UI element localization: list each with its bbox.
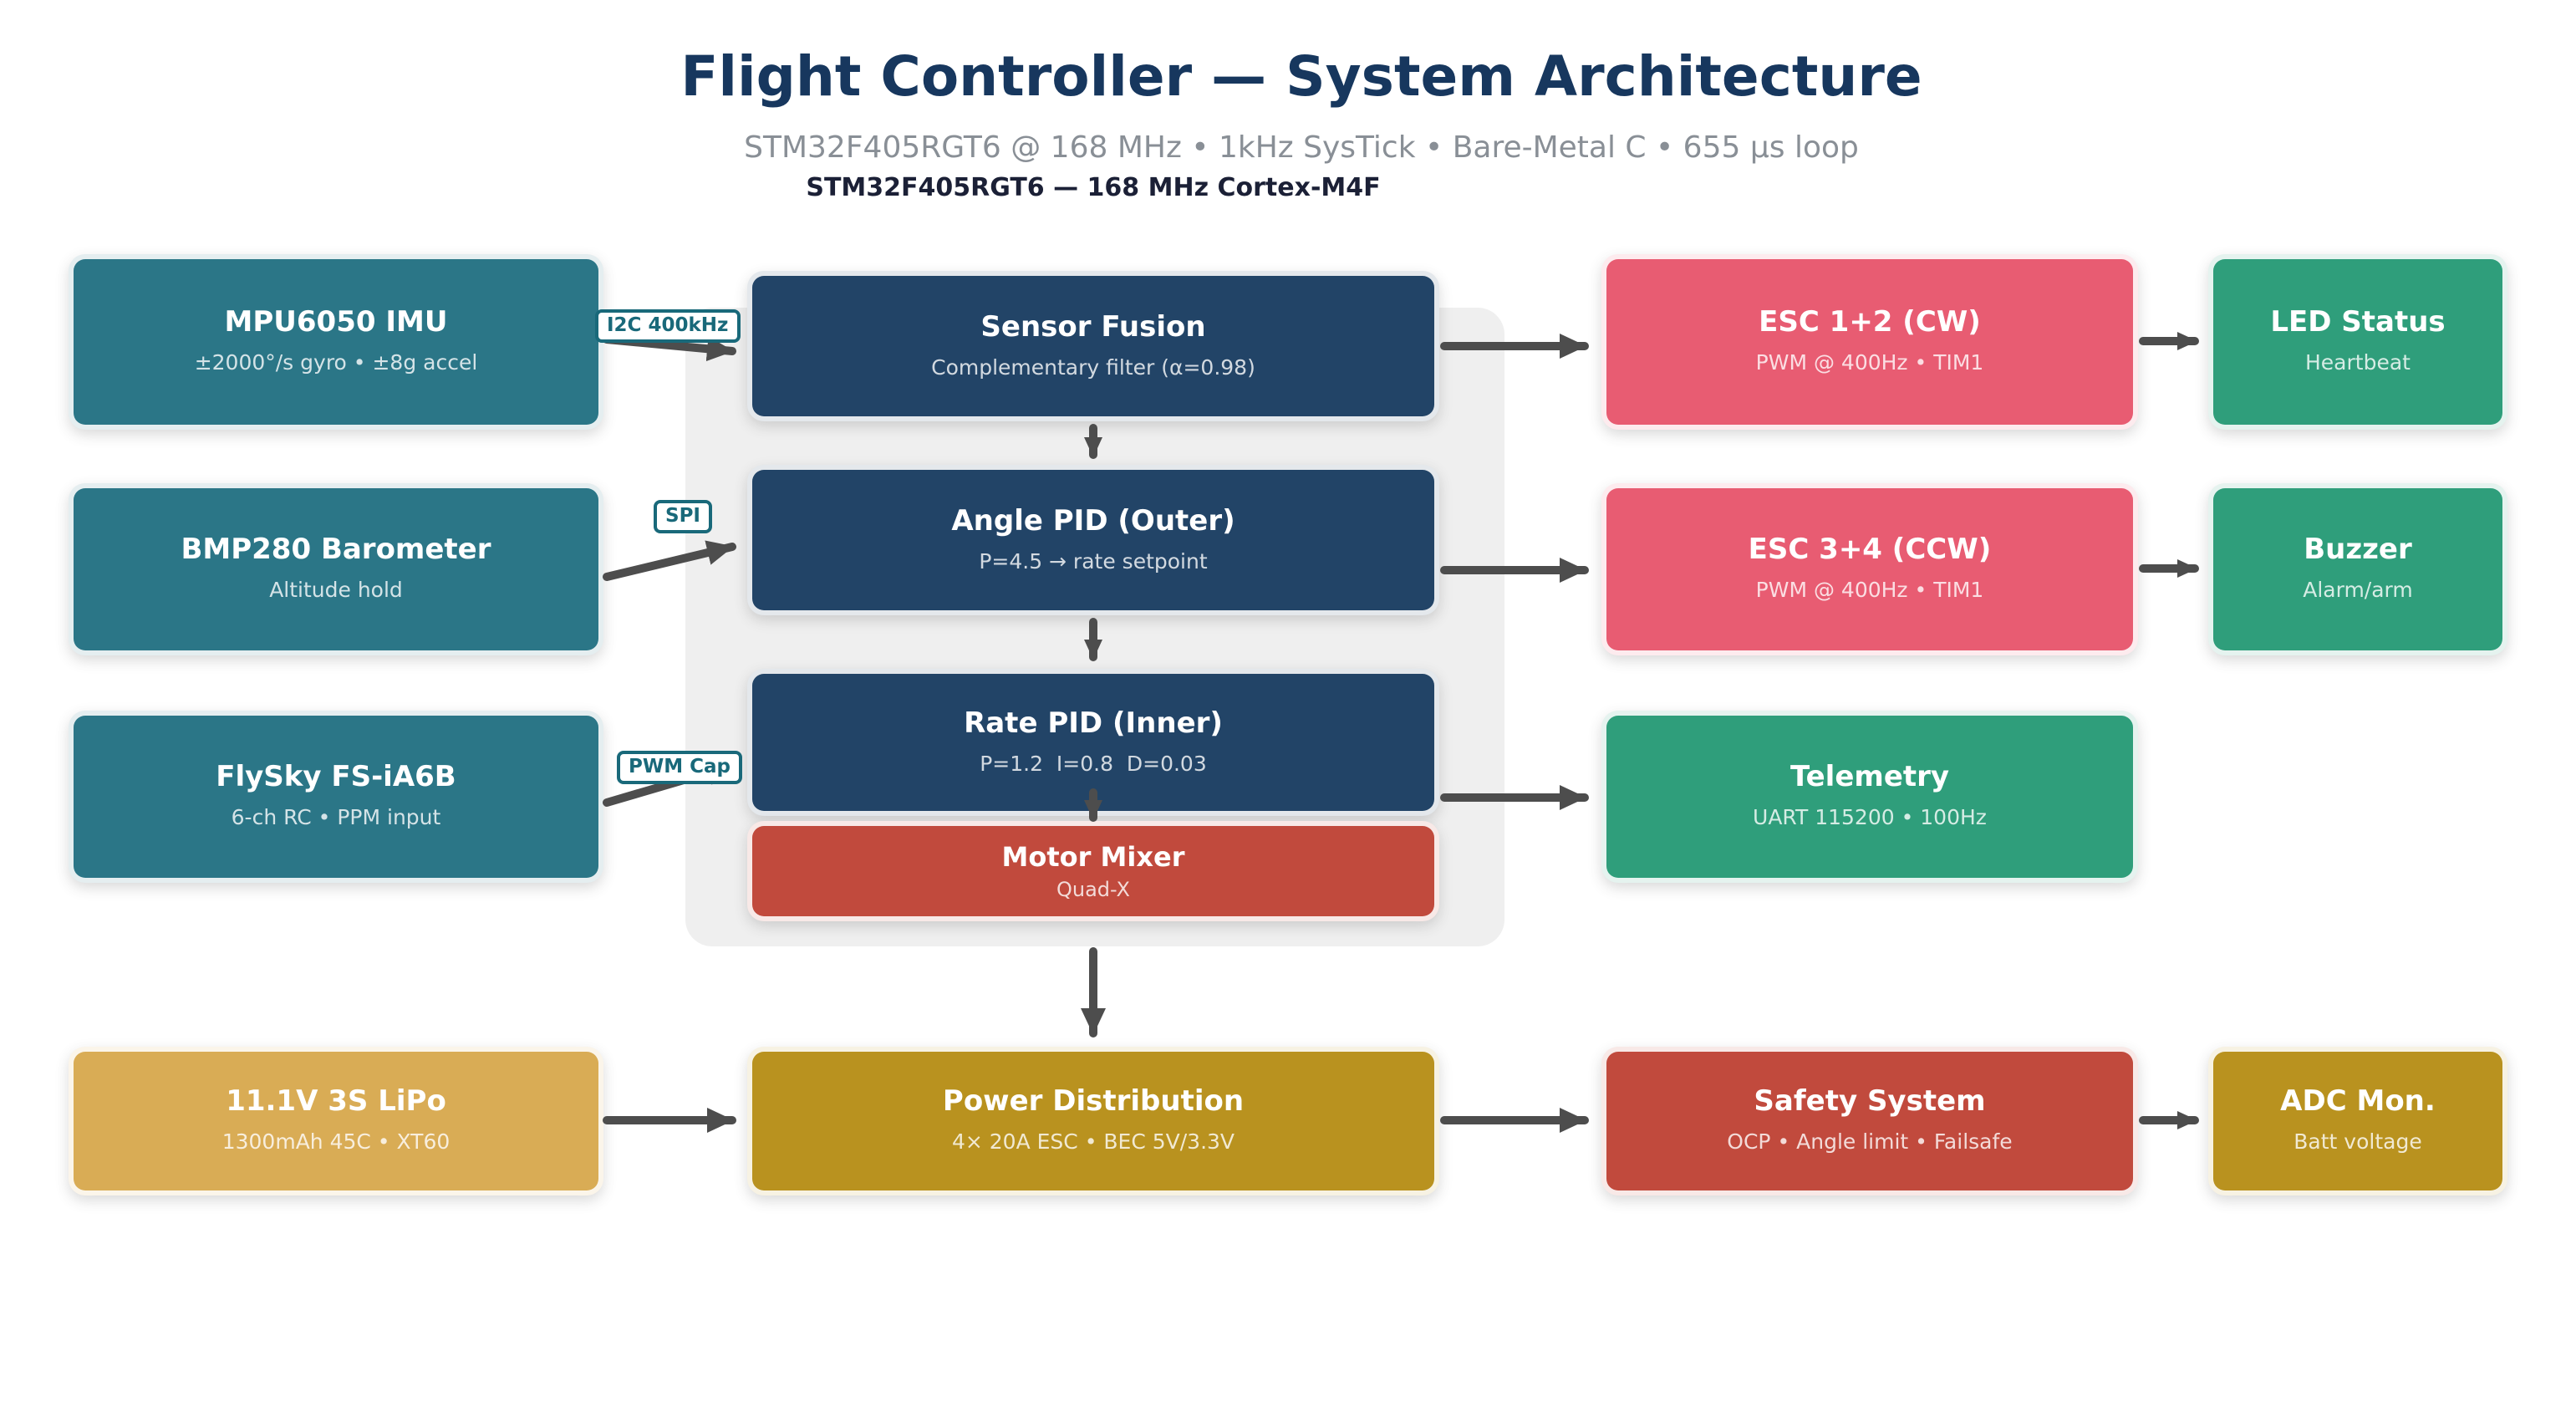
node-title: MPU6050 IMU (224, 306, 448, 340)
node-title: LED Status (2270, 306, 2446, 340)
node-subtitle: Quad-X (1056, 877, 1130, 900)
node-flysky-receiver: FlySky FS-iA6B 6-ch RC • PPM input (69, 711, 603, 883)
node-mpu6050-imu: MPU6050 IMU ±2000°/s gyro • ±8g accel (69, 254, 603, 430)
node-subtitle: 1300mAh 45C • XT60 (221, 1129, 451, 1155)
node-subtitle: OCP • Angle limit • Failsafe (1727, 1129, 2013, 1155)
node-title: ESC 1+2 (CW) (1759, 306, 1981, 340)
node-title: Buzzer (2304, 533, 2412, 568)
node-subtitle: Batt voltage (2293, 1129, 2422, 1155)
node-title: ADC Mon. (2280, 1085, 2436, 1119)
node-subtitle: P=1.2 I=0.8 D=0.03 (980, 750, 1207, 776)
node-power-distribution: Power Distribution 4× 20A ESC • BEC 5V/3… (747, 1047, 1439, 1196)
node-esc-1-2: ESC 1+2 (CW) PWM @ 400Hz • TIM1 (1601, 254, 2138, 430)
node-esc-3-4: ESC 3+4 (CCW) PWM @ 400Hz • TIM1 (1601, 483, 2138, 655)
node-subtitle: Altitude hold (269, 577, 403, 603)
node-title: Motor Mixer (1001, 840, 1185, 872)
edge-label-i2c: I2C 400kHz (595, 309, 741, 342)
node-angle-pid: Angle PID (Outer) P=4.5 → rate setpoint (747, 465, 1439, 615)
node-subtitle: UART 115200 • 100Hz (1753, 804, 1987, 830)
node-title: FlySky FS-iA6B (216, 761, 456, 795)
page-title: Flight Controller — System Architecture (680, 43, 1922, 109)
node-title: 11.1V 3S LiPo (226, 1085, 446, 1119)
node-buzzer: Buzzer Alarm/arm (2208, 483, 2507, 655)
mcu-caption: STM32F405RGT6 — 168 MHz Cortex-M4F (806, 172, 1381, 202)
node-title: Angle PID (Outer) (951, 504, 1235, 538)
edge-label-pwm-cap: PWM Cap (617, 751, 742, 783)
node-subtitle: ±2000°/s gyro • ±8g accel (194, 349, 478, 375)
page-subtitle: STM32F405RGT6 @ 168 MHz • 1kHz SysTick •… (744, 130, 1859, 166)
edge-label-spi: SPI (654, 500, 712, 533)
node-subtitle: 6-ch RC • PPM input (231, 804, 441, 830)
node-subtitle: P=4.5 → rate setpoint (979, 548, 1208, 574)
node-bmp280-barometer: BMP280 Barometer Altitude hold (69, 483, 603, 655)
node-title: Safety System (1754, 1085, 1986, 1119)
node-safety-system: Safety System OCP • Angle limit • Failsa… (1601, 1047, 2138, 1196)
node-led-status: LED Status Heartbeat (2208, 254, 2507, 430)
node-title: BMP280 Barometer (181, 533, 491, 568)
node-title: ESC 3+4 (CCW) (1748, 533, 1992, 568)
node-subtitle: PWM @ 400Hz • TIM1 (1755, 349, 1984, 375)
node-adc-monitor: ADC Mon. Batt voltage (2208, 1047, 2507, 1196)
node-motor-mixer: Motor Mixer Quad-X (747, 821, 1439, 921)
node-lipo-battery: 11.1V 3S LiPo 1300mAh 45C • XT60 (69, 1047, 603, 1196)
node-rate-pid: Rate PID (Inner) P=1.2 I=0.8 D=0.03 (747, 669, 1439, 816)
node-subtitle: Alarm/arm (2303, 577, 2413, 603)
node-subtitle: 4× 20A ESC • BEC 5V/3.3V (951, 1129, 1235, 1155)
node-title: Rate PID (Inner) (964, 706, 1223, 741)
node-title: Sensor Fusion (980, 310, 1206, 344)
node-title: Power Distribution (942, 1085, 1245, 1119)
node-telemetry: Telemetry UART 115200 • 100Hz (1601, 711, 2138, 883)
node-sensor-fusion: Sensor Fusion Complementary filter (α=0.… (747, 271, 1439, 421)
node-subtitle: PWM @ 400Hz • TIM1 (1755, 577, 1984, 603)
node-subtitle: Complementary filter (α=0.98) (931, 354, 1255, 380)
node-title: Telemetry (1789, 761, 1950, 795)
node-subtitle: Heartbeat (2305, 349, 2411, 375)
